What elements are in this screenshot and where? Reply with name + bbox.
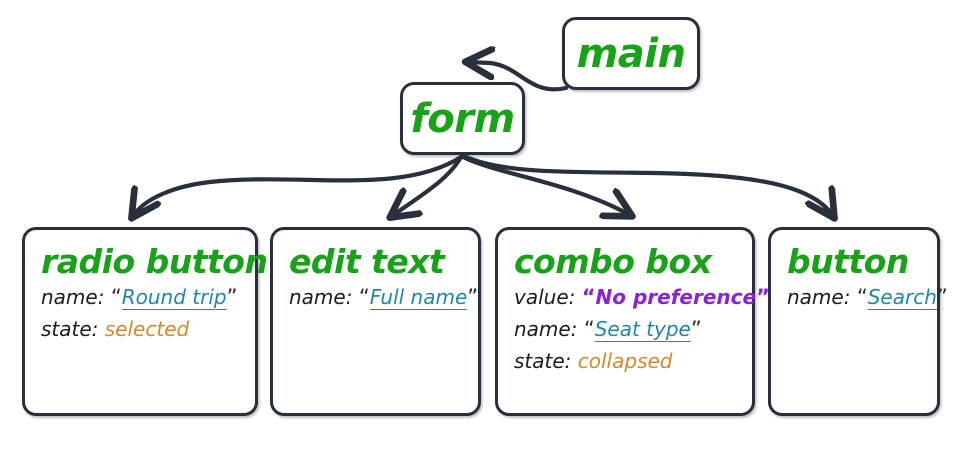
- edge-form-to-combo-box: [460, 154, 630, 215]
- open-quote: “: [581, 284, 596, 309]
- property-value-row: value: “No preference”: [514, 284, 770, 309]
- edge-form-to-edit-text: [392, 154, 464, 216]
- close-quote: ”: [756, 284, 770, 309]
- node-button[interactable]: button name: “Search”: [768, 227, 948, 416]
- node-edit-text[interactable]: edit text name: “Full name”: [270, 227, 481, 416]
- property-name: name: “Full name”: [289, 284, 479, 310]
- property-value: selected: [104, 316, 190, 341]
- property-name: name: “Round trip”: [41, 284, 255, 310]
- property-key: state:: [41, 316, 99, 341]
- property-key: value:: [514, 284, 576, 309]
- close-quote: ”: [226, 284, 238, 309]
- property-key: state:: [514, 348, 572, 373]
- open-quote: “: [110, 284, 122, 309]
- property-key: name:: [787, 284, 851, 309]
- node-combo-box[interactable]: combo box value: “No preference” name: “…: [495, 227, 770, 416]
- node-form[interactable]: form: [400, 82, 525, 155]
- node-radio-button-role: radio button: [41, 242, 268, 281]
- property-key: name:: [514, 316, 578, 341]
- property-value: Seat type: [594, 316, 691, 342]
- open-quote: “: [358, 284, 370, 309]
- property-key: name:: [41, 284, 105, 309]
- property-value: Round trip: [121, 284, 227, 310]
- node-main-label: main: [576, 30, 686, 77]
- property-state: state: collapsed: [514, 351, 752, 371]
- node-combo-box-role: combo box: [514, 242, 712, 281]
- property-value: collapsed: [577, 348, 673, 373]
- node-radio-button[interactable]: radio button name: “Round trip” state: s…: [22, 227, 268, 416]
- open-quote: “: [583, 316, 595, 341]
- property-name: name: “Seat type”: [514, 316, 752, 342]
- close-quote: ”: [936, 284, 948, 309]
- property-value: No preference: [595, 284, 757, 309]
- edge-form-to-button: [461, 153, 833, 216]
- property-state: state: selected: [41, 319, 255, 339]
- close-quote: ”: [690, 316, 702, 341]
- edge-form-to-radio-button: [133, 154, 464, 216]
- open-quote: “: [856, 284, 868, 309]
- property-value: Full name: [369, 284, 468, 310]
- node-edit-text-role: edit text: [289, 242, 445, 281]
- property-key: name:: [289, 284, 353, 309]
- close-quote: ”: [467, 284, 479, 309]
- node-button-role: button: [787, 242, 909, 281]
- property-name: name: “Search”: [787, 284, 948, 310]
- node-form-label: form: [410, 95, 515, 142]
- property-value: Search: [867, 284, 937, 310]
- node-main[interactable]: main: [562, 17, 700, 90]
